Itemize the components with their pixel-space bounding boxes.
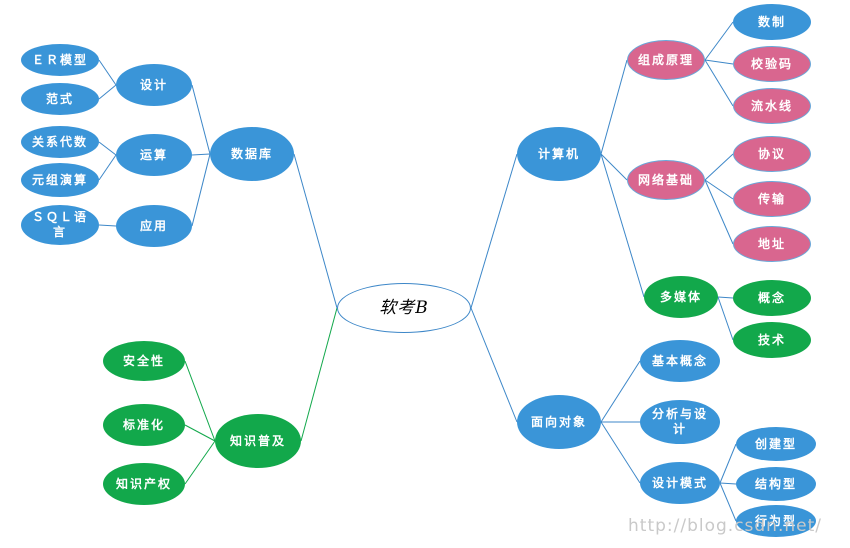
connector-line: [704, 59, 734, 65]
connector-line: [704, 59, 734, 107]
connector-line: [98, 154, 117, 181]
connector-line: [470, 307, 518, 423]
connector-line: [719, 443, 737, 484]
node-analysis-design[interactable]: 分析与设计: [640, 400, 720, 444]
leaf-number-system[interactable]: 数制: [733, 4, 811, 40]
leaf-normal-form[interactable]: 范式: [21, 83, 99, 115]
leaf-relational-algebra[interactable]: 关系代数: [21, 126, 99, 158]
connector-line: [719, 482, 737, 485]
connector-line: [184, 360, 216, 442]
leaf-sql-language[interactable]: ＳＱＬ语言: [21, 205, 99, 245]
connector-lines: [98, 21, 737, 522]
leaf-creational[interactable]: 创建型: [736, 427, 816, 461]
connector-line: [98, 59, 117, 86]
connector-line: [600, 153, 645, 298]
connector-line: [98, 224, 117, 227]
node-basic-concepts[interactable]: 基本概念: [640, 340, 720, 382]
connector-line: [719, 482, 737, 522]
leaf-pipeline[interactable]: 流水线: [733, 88, 811, 124]
connector-line: [300, 307, 338, 442]
node-application[interactable]: 应用: [116, 205, 192, 247]
connector-line: [184, 424, 216, 442]
node-operation[interactable]: 运算: [116, 134, 192, 176]
connector-line: [717, 296, 734, 299]
branch-oop[interactable]: 面向对象: [517, 395, 601, 449]
leaf-intellectual-property[interactable]: 知识产权: [103, 463, 185, 505]
connector-line: [191, 153, 211, 156]
connector-line: [600, 153, 628, 181]
node-design-patterns[interactable]: 设计模式: [640, 462, 720, 504]
watermark-url: http://blog.csdn.net/: [628, 516, 822, 536]
leaf-security[interactable]: 安全性: [103, 341, 185, 381]
connector-line: [98, 141, 117, 156]
branch-computer[interactable]: 计算机: [517, 127, 601, 181]
leaf-behavioral[interactable]: 行为型: [736, 505, 816, 537]
node-multimedia[interactable]: 多媒体: [644, 276, 718, 318]
leaf-er-model[interactable]: ＥＲ模型: [21, 44, 99, 76]
leaf-address[interactable]: 地址: [733, 226, 811, 262]
branch-database[interactable]: 数据库: [210, 127, 294, 181]
leaf-structural[interactable]: 结构型: [736, 467, 816, 501]
connector-line: [191, 84, 211, 155]
connector-line: [98, 84, 117, 100]
node-organization[interactable]: 组成原理: [627, 40, 705, 80]
connector-line: [293, 153, 338, 309]
connector-line: [704, 179, 734, 245]
connector-line: [600, 59, 628, 155]
branch-knowledge[interactable]: 知识普及: [215, 414, 301, 468]
connector-line: [600, 421, 641, 484]
connector-line: [600, 360, 641, 423]
connector-line: [191, 153, 211, 227]
leaf-tuple-calculus[interactable]: 元组演算: [21, 163, 99, 197]
leaf-protocol[interactable]: 协议: [733, 136, 811, 172]
connector-line: [704, 179, 734, 200]
leaf-technology[interactable]: 技术: [733, 322, 811, 358]
leaf-concept[interactable]: 概念: [733, 280, 811, 316]
leaf-transmission[interactable]: 传输: [733, 181, 811, 217]
leaf-check-code[interactable]: 校验码: [733, 46, 811, 82]
connector-line: [704, 21, 734, 61]
connector-line: [470, 153, 518, 309]
node-network[interactable]: 网络基础: [627, 160, 705, 200]
root-node[interactable]: 软考B: [337, 283, 471, 333]
connector-line: [184, 440, 216, 485]
leaf-standardization[interactable]: 标准化: [103, 404, 185, 446]
node-design[interactable]: 设计: [116, 64, 192, 106]
connector-line: [717, 296, 734, 341]
connector-line: [704, 153, 734, 181]
